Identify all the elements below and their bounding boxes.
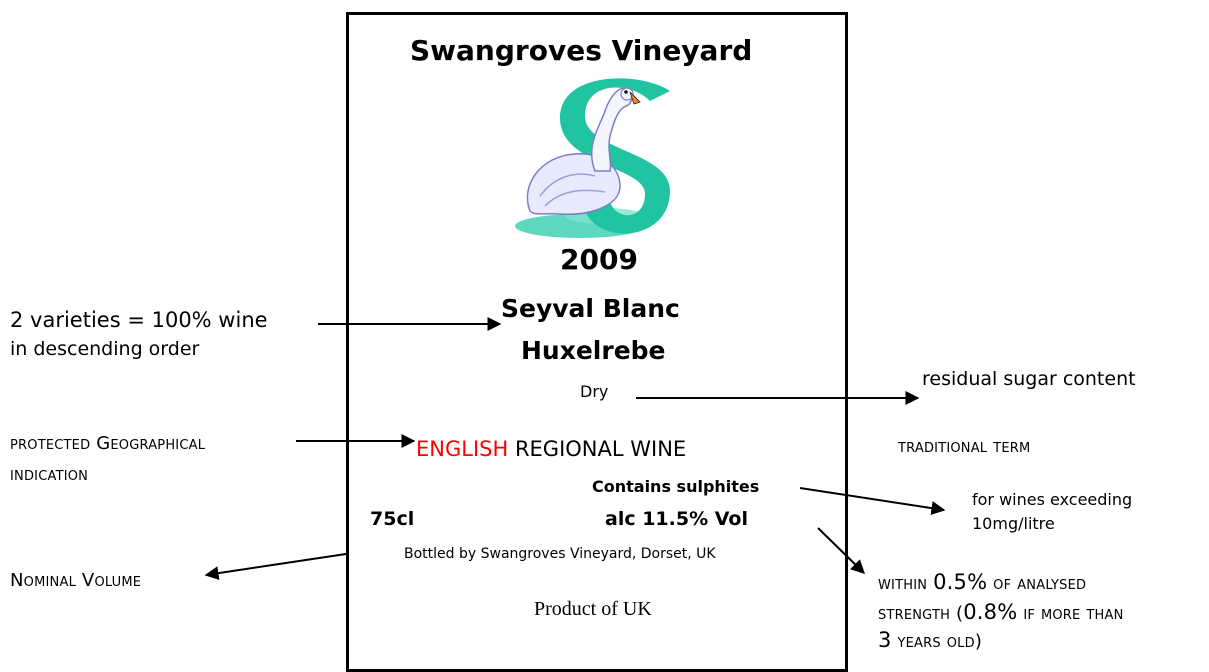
annotation-residual-sugar: residual sugar content	[922, 368, 1136, 390]
annotation-arrows	[204, 317, 946, 581]
annotation-pgi-line1: protected Geographical	[10, 433, 206, 454]
regional-wine-line: ENGLISH REGIONAL WINE	[416, 437, 686, 461]
alcohol-content: alc 11.5% Vol	[605, 508, 748, 530]
sulphites-statement: Contains sulphites	[592, 477, 760, 496]
annotation-sulphites-line2: 10mg/litre	[972, 514, 1055, 533]
nominal-volume: 75cl	[370, 508, 415, 530]
annotation-pgi-line2: indication	[10, 464, 89, 485]
sweetness-term: Dry	[580, 382, 609, 401]
origin-statement: Product of UK	[534, 598, 652, 620]
annotation-strength-line1: within 0.5% of analysed	[878, 570, 1086, 594]
arrow-sulphites	[799, 487, 946, 516]
strength-line2-value: 0.8%	[963, 600, 1018, 624]
strength-line2-prefix: strength (	[878, 603, 964, 624]
strength-line1-value: 0.5%	[933, 570, 988, 594]
strength-line1-prefix: within	[878, 573, 934, 594]
bottler-statement: Bottled by Swangroves Vineyard, Dorset, …	[404, 546, 716, 562]
annotation-sulphites-line1: for wines exceeding	[972, 490, 1133, 509]
regional-rest: REGIONAL WINE	[508, 437, 687, 461]
strength-line1-suffix: of analysed	[987, 573, 1087, 594]
arrow-nominal-volume	[204, 553, 347, 581]
swan-logo-icon	[515, 78, 670, 238]
annotation-varieties-line2: in descending order	[10, 338, 200, 360]
arrow-strength	[817, 527, 866, 574]
vineyard-name: Swangroves Vineyard	[410, 34, 753, 67]
annotation-nominal-volume: Nominal Volume	[10, 570, 142, 591]
vintage-year: 2009	[560, 243, 638, 276]
regional-highlight: ENGLISH	[416, 437, 509, 461]
annotation-traditional-term: traditional term	[898, 436, 1031, 457]
grape-variety-1: Seyval Blanc	[501, 294, 680, 323]
annotation-varieties-line1: 2 varieties = 100% wine	[10, 308, 268, 332]
grape-variety-2: Huxelrebe	[521, 336, 666, 365]
annotation-strength-line2: strength (0.8% if more than	[878, 600, 1124, 624]
wine-label-diagram: Swangroves Vineyard 2009 Seyval Blanc Hu…	[10, 12, 1136, 672]
strength-line2-suffix: if more than	[1017, 603, 1124, 624]
